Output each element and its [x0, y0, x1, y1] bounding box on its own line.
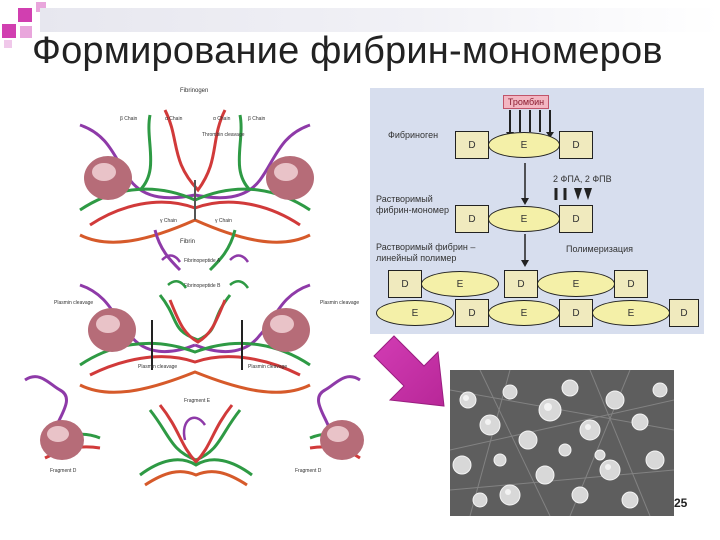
domain-e-oval: E: [488, 206, 560, 232]
fragment-e: [139, 404, 253, 487]
chain-label-1: β Chain: [120, 116, 138, 122]
domain-e-oval: E: [376, 300, 454, 326]
top-gradient-bar: [40, 8, 720, 32]
domain-d-box: D: [504, 270, 538, 298]
fibrinogen-structure-figure: Fibrinogen β Chain α Chain α Chain β Cha…: [24, 88, 364, 487]
fragment-d-left-label: Fragment D: [50, 468, 77, 474]
corner-squares-decoration: [2, 2, 46, 48]
soluble-polymer-label: Растворимый фибрин – линейный полимер: [376, 242, 476, 263]
schema-arrows: [506, 110, 592, 267]
polymerization-label: Полимеризация: [566, 244, 633, 254]
gamma-chain-label-1: γ Chain: [160, 218, 177, 224]
domain-d-box: D: [559, 131, 593, 159]
fibrin-micrograph-image: [450, 370, 674, 516]
fibrin-molecule: [79, 254, 311, 394]
fibrinopeptide-b-label: Fibrinopeptide B: [184, 283, 221, 289]
domain-d-box: D: [614, 270, 648, 298]
domain-e-oval: E: [537, 271, 615, 297]
domain-e-oval: E: [488, 300, 560, 326]
domain-e-oval: E: [488, 132, 560, 158]
fibrinogen-schema-label: Фибриноген: [388, 130, 439, 140]
fragment-d-left: [24, 375, 101, 460]
chain-label-4: β Chain: [248, 116, 266, 122]
domain-e-oval: E: [421, 271, 499, 297]
gamma-chain-label-2: γ Chain: [215, 218, 232, 224]
domain-d-box: D: [455, 205, 489, 233]
slide-title: Формирование фибрин-мономеров: [32, 30, 663, 72]
domain-e-oval: E: [592, 300, 670, 326]
chain-label-2: α Chain: [165, 116, 183, 122]
fibrinogen-molecule: [79, 109, 314, 272]
thrombin-cleavage-label: Thrombin cleavage: [202, 132, 245, 138]
fragment-d-right-label: Fragment D: [295, 468, 322, 474]
domain-d-box: D: [388, 270, 422, 298]
plasmin-cleavage-bottom-right-label: Plasmin cleavage: [248, 364, 287, 370]
domain-d-box: D: [455, 131, 489, 159]
fibrinogen-label: Fibrinogen: [180, 88, 208, 94]
products-label: 2 ФПА, 2 ФПВ: [553, 174, 612, 184]
domain-d-box: D: [669, 299, 699, 327]
fragment-d-right: [309, 375, 364, 460]
plasmin-cleavage-left-label: Plasmin cleavage: [54, 300, 93, 306]
big-arrow-icon: [373, 335, 445, 407]
fibrin-label: Fibrin: [180, 239, 195, 245]
plasmin-cleavage-right-label: Plasmin cleavage: [320, 300, 359, 306]
chain-label-3: α Chain: [213, 116, 231, 122]
thrombin-box: Тромбин: [503, 95, 549, 109]
domain-d-box: D: [559, 299, 593, 327]
domain-d-box: D: [559, 205, 593, 233]
domain-d-box: D: [455, 299, 489, 327]
fibrinopeptide-a-label: Fibrinopeptide A: [184, 258, 221, 264]
fragment-e-label: Fragment E: [184, 398, 211, 404]
plasmin-cleavage-bottom-left-label: Plasmin cleavage: [138, 364, 177, 370]
soluble-monomer-label: Растворимый фибрин-мономер: [376, 194, 449, 215]
page-number: 25: [674, 496, 688, 510]
